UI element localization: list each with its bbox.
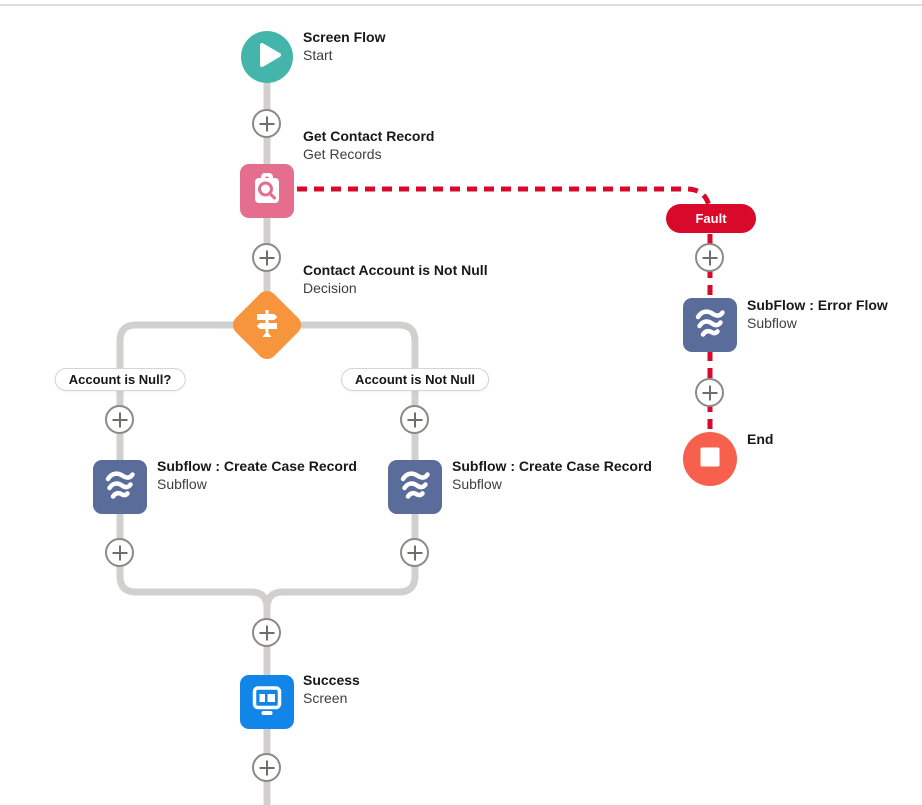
canvas-top-border bbox=[0, 4, 922, 6]
add-element-button[interactable] bbox=[400, 405, 429, 434]
error-flow-subflow-node[interactable] bbox=[683, 298, 737, 352]
subflow-icon bbox=[683, 296, 737, 355]
end-node-label: End bbox=[747, 430, 773, 448]
plus-icon bbox=[254, 245, 279, 270]
node-title: Success bbox=[303, 672, 360, 688]
fault-connector-horizontal bbox=[297, 186, 712, 207]
subflow-create-case-right-label: Subflow : Create Case Record Subflow bbox=[452, 457, 652, 493]
plus-icon bbox=[402, 540, 427, 565]
branch-label-account-is-null[interactable]: Account is Null? bbox=[54, 368, 186, 391]
connector-merge-right bbox=[263, 513, 419, 609]
node-subtitle: Subflow bbox=[452, 476, 502, 492]
add-element-button[interactable] bbox=[252, 753, 281, 782]
success-screen-label: Success Screen bbox=[303, 671, 360, 707]
add-element-button[interactable] bbox=[400, 538, 429, 567]
plus-icon bbox=[402, 407, 427, 432]
plus-icon bbox=[254, 111, 279, 136]
node-subtitle: Get Records bbox=[303, 146, 382, 162]
plus-icon bbox=[254, 620, 279, 645]
node-subtitle: Subflow bbox=[157, 476, 207, 492]
node-subtitle: Screen bbox=[303, 690, 348, 706]
add-element-button[interactable] bbox=[252, 109, 281, 138]
node-title: SubFlow : Error Flow bbox=[747, 297, 888, 313]
subflow-create-case-left-label: Subflow : Create Case Record Subflow bbox=[157, 457, 357, 493]
connector-merge-left bbox=[116, 513, 271, 676]
end-node[interactable] bbox=[683, 432, 737, 486]
subflow-icon bbox=[93, 458, 147, 517]
node-title: Screen Flow bbox=[303, 29, 386, 45]
branch-label-account-is-not-null[interactable]: Account is Not Null bbox=[341, 368, 489, 391]
add-element-button[interactable] bbox=[252, 618, 281, 647]
node-subtitle: Start bbox=[303, 47, 333, 63]
plus-icon bbox=[697, 380, 722, 405]
subflow-create-case-right-node[interactable] bbox=[388, 460, 442, 514]
start-node[interactable] bbox=[241, 31, 293, 83]
connector-branch-left bbox=[116, 321, 267, 461]
success-screen-node[interactable] bbox=[240, 675, 294, 729]
start-node-label: Screen Flow Start bbox=[303, 28, 385, 64]
connector-branch-right bbox=[267, 321, 419, 461]
record-lookup-icon bbox=[240, 162, 294, 221]
screen-icon bbox=[240, 673, 294, 732]
decision-node[interactable] bbox=[228, 286, 306, 364]
play-icon bbox=[241, 29, 293, 86]
node-title: End bbox=[747, 431, 774, 447]
plus-icon bbox=[697, 245, 722, 270]
node-title: Subflow : Create Case Record bbox=[452, 458, 652, 474]
decision-label: Contact Account is Not Null Decision bbox=[303, 261, 488, 297]
node-subtitle: Decision bbox=[303, 280, 357, 296]
error-flow-subflow-label: SubFlow : Error Flow Subflow bbox=[747, 296, 888, 332]
plus-icon bbox=[254, 755, 279, 780]
signpost-icon bbox=[245, 301, 289, 350]
plus-icon bbox=[107, 540, 132, 565]
add-element-button[interactable] bbox=[105, 405, 134, 434]
add-element-button[interactable] bbox=[105, 538, 134, 567]
stop-icon bbox=[683, 430, 737, 489]
plus-icon bbox=[107, 407, 132, 432]
node-title: Subflow : Create Case Record bbox=[157, 458, 357, 474]
node-title: Contact Account is Not Null bbox=[303, 262, 488, 278]
get-contact-record-label: Get Contact Record Get Records bbox=[303, 127, 434, 163]
fault-badge[interactable]: Fault bbox=[666, 204, 756, 233]
subflow-create-case-left-node[interactable] bbox=[93, 460, 147, 514]
add-element-button[interactable] bbox=[695, 243, 724, 272]
subflow-icon bbox=[388, 458, 442, 517]
add-element-button[interactable] bbox=[252, 243, 281, 272]
add-element-button[interactable] bbox=[695, 378, 724, 407]
get-contact-record-node[interactable] bbox=[240, 164, 294, 218]
node-title: Get Contact Record bbox=[303, 128, 435, 144]
node-subtitle: Subflow bbox=[747, 315, 797, 331]
